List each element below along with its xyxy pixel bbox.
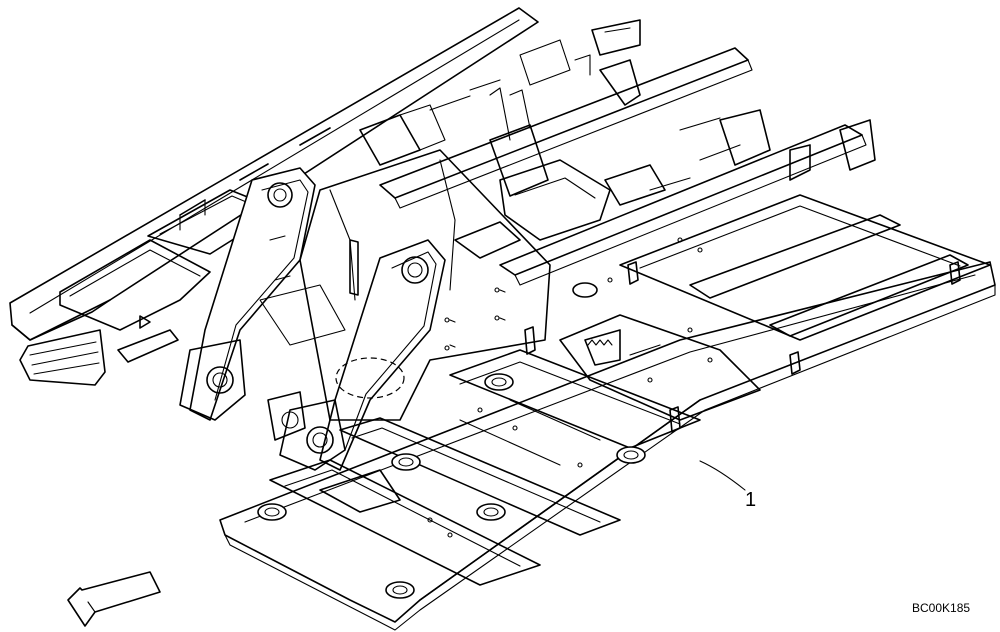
boom-bracket-left <box>179 167 316 421</box>
drawing-code: BC00K185 <box>912 601 970 615</box>
left-side-deck <box>9 7 539 386</box>
callout-1: 1 <box>699 460 756 511</box>
boom-bracket-right <box>267 239 446 471</box>
arrow-down-left-icon <box>67 571 161 627</box>
center-body <box>259 149 703 421</box>
right-rear-beams <box>359 19 876 286</box>
mounting-holes <box>257 373 646 599</box>
callout-leader-line <box>699 460 746 491</box>
callout-label: 1 <box>745 489 756 511</box>
right-floor-area <box>524 194 991 421</box>
